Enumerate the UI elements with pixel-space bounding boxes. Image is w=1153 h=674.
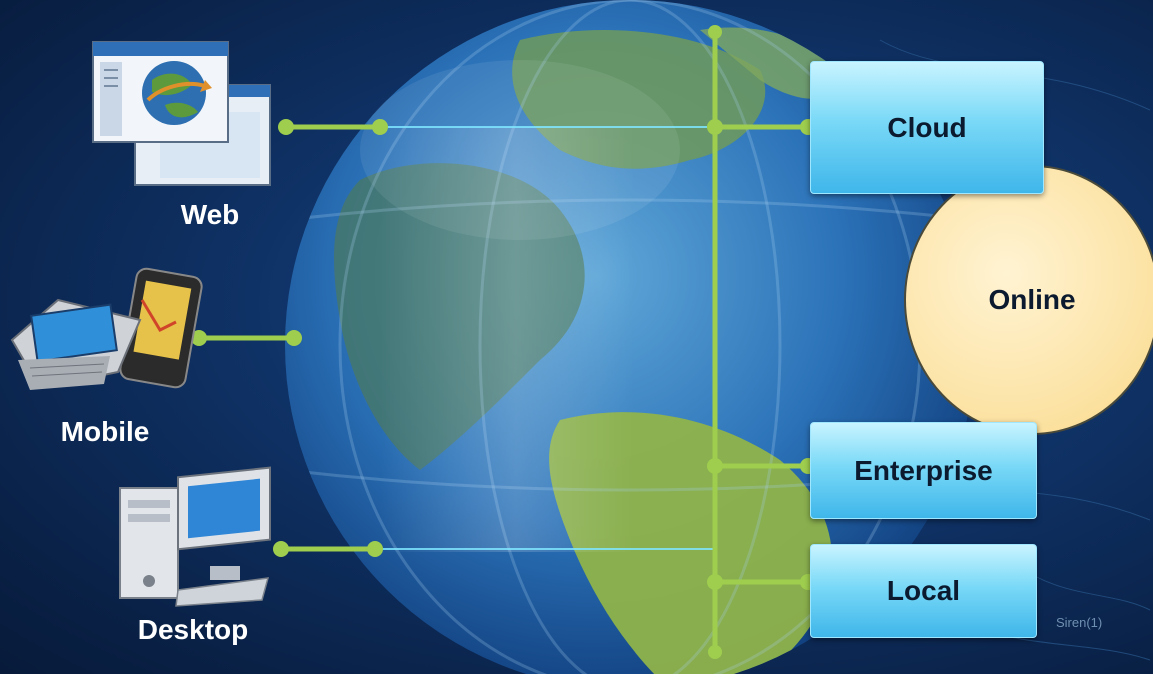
web-browser-globe-icon (92, 41, 271, 186)
local-label: Local (886, 575, 961, 606)
local-box: Local (810, 544, 1037, 638)
enterprise-box: Enterprise (810, 422, 1037, 519)
cloud-label: Cloud (887, 111, 967, 143)
online-circle: Online (904, 165, 1153, 435)
desktop-computer-icon (119, 466, 271, 607)
online-label: Online (988, 284, 1076, 315)
desktop-label: Desktop (137, 614, 249, 645)
map-text: Siren(1) (1056, 615, 1102, 630)
mobile-label: Mobile (60, 416, 150, 447)
connectors (191, 25, 816, 659)
web-label: Web (180, 199, 240, 230)
mobile-devices-icon (10, 267, 203, 390)
enterprise-label: Enterprise (854, 454, 993, 486)
cloud-box: Cloud (810, 61, 1044, 194)
earth-globe-icon (285, 0, 975, 674)
